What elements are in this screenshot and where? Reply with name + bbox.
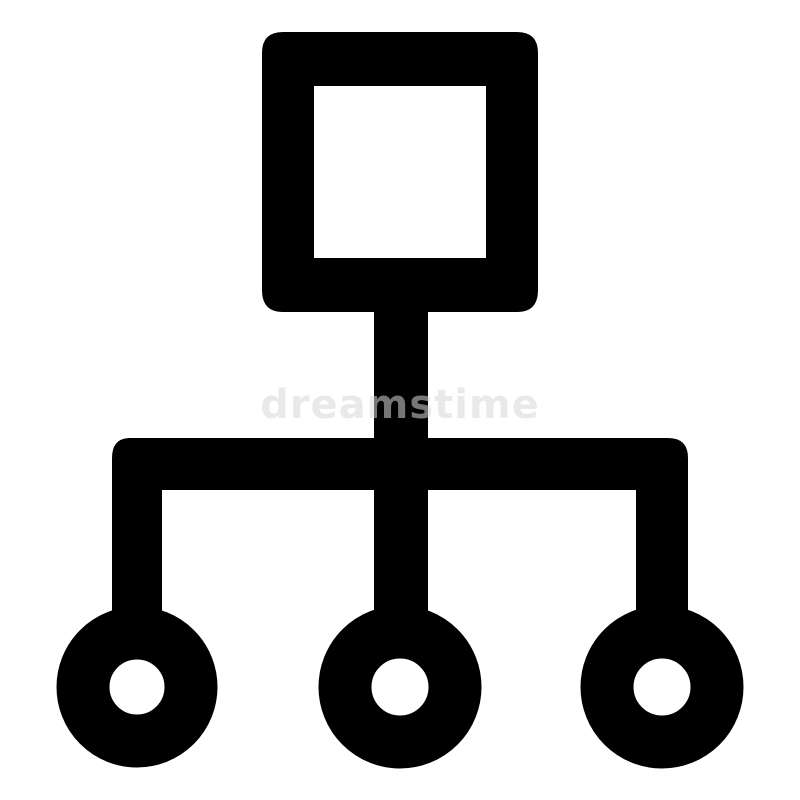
center-child-node	[318, 605, 482, 769]
trunk-connector	[374, 310, 428, 440]
left-child-node	[56, 606, 218, 768]
right-child-node	[580, 605, 744, 769]
top-node-square	[262, 32, 538, 312]
branch-bar	[112, 438, 688, 490]
left-drop-connector	[112, 488, 162, 613]
right-drop-connector	[636, 488, 688, 613]
center-drop-connector	[374, 488, 428, 613]
